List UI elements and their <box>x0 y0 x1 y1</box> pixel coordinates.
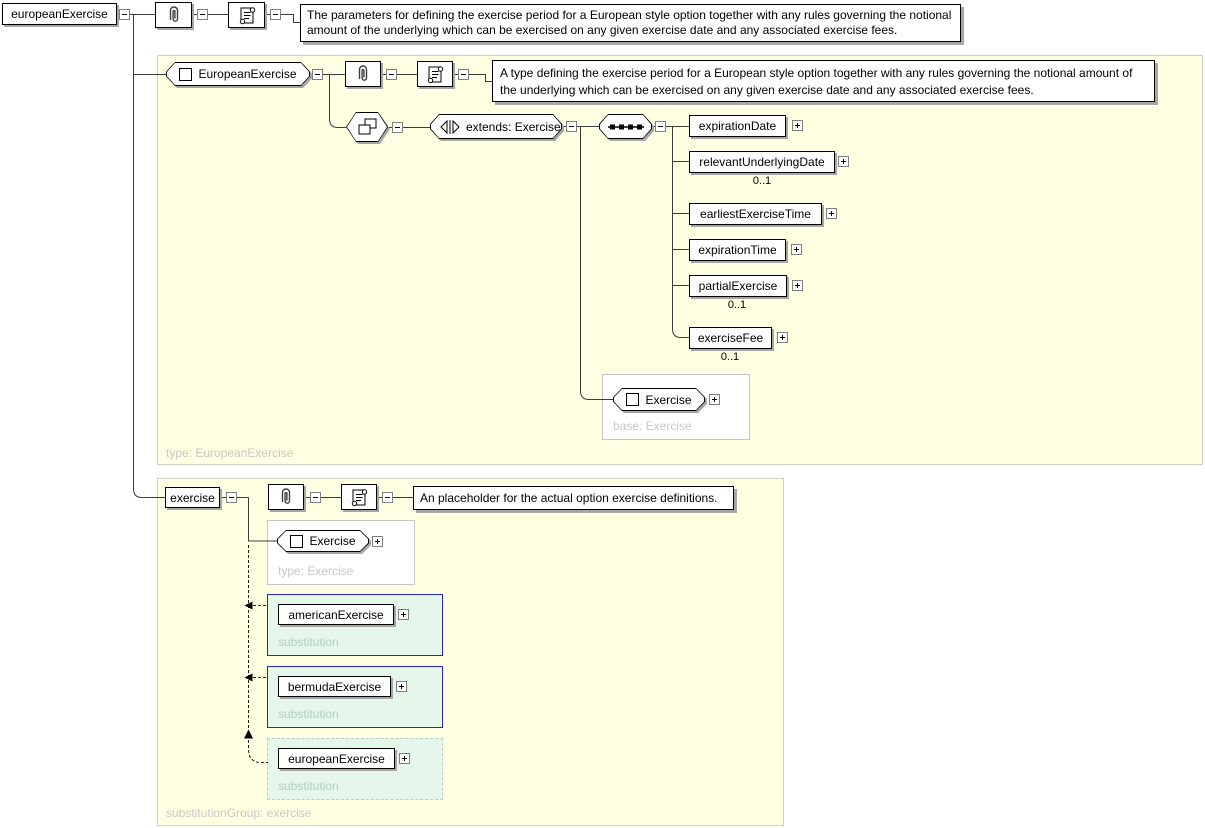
sequence-node[interactable] <box>599 114 652 139</box>
annotation-button[interactable] <box>345 61 381 87</box>
base-type-box-Exercise[interactable]: Exercise <box>613 388 705 411</box>
expand-button[interactable] <box>791 244 802 255</box>
type-label: Exercise <box>309 534 356 548</box>
collapse-button[interactable] <box>392 122 403 133</box>
occurs-label: 0..1 <box>752 175 772 187</box>
annotation-button[interactable] <box>155 2 192 28</box>
complex-content-node[interactable] <box>346 112 388 142</box>
element-box-europeanExercise-root[interactable]: europeanExercise <box>2 3 117 25</box>
collapse-button[interactable] <box>386 69 397 80</box>
element-box-expirationDate[interactable]: expirationDate <box>689 115 786 137</box>
element-label: expirationDate <box>698 119 777 133</box>
element-label: americanExercise <box>288 607 384 622</box>
base-caption: base: Exercise <box>613 419 692 433</box>
element-box-expirationTime[interactable]: expirationTime <box>689 239 786 261</box>
substitution-group-caption: substitutionGroup: exercise <box>166 806 312 820</box>
complextype-label: EuropeanExercise <box>198 67 297 81</box>
element-box-americanExercise[interactable]: americanExercise <box>278 604 394 625</box>
paperclip-icon <box>169 6 178 22</box>
substitution-caption: substitution <box>278 635 339 649</box>
paperclip-icon <box>281 488 291 504</box>
collapse-button[interactable] <box>312 69 323 80</box>
type-box-Exercise[interactable]: Exercise <box>277 530 369 552</box>
collapse-button[interactable] <box>226 492 237 503</box>
element-box-bermudaExercise[interactable]: bermudaExercise <box>278 676 391 697</box>
collapse-button[interactable] <box>270 9 281 20</box>
collapse-button[interactable] <box>310 492 321 503</box>
element-label: europeanExercise <box>11 7 108 21</box>
collapse-button[interactable] <box>566 121 577 132</box>
element-label: europeanExercise <box>288 751 385 766</box>
element-box-exerciseFee[interactable]: exerciseFee <box>689 327 772 349</box>
element-box-earliestExerciseTime[interactable]: earliestExerciseTime <box>689 203 822 225</box>
extension-box[interactable]: extends: Exercise <box>430 114 562 139</box>
substitution-caption: substitution <box>278 779 339 793</box>
element-icon <box>179 68 192 81</box>
substitution-caption: substitution <box>278 707 339 721</box>
collapse-button[interactable] <box>458 69 469 80</box>
collapse-button[interactable] <box>382 492 393 503</box>
complextype-box-EuropeanExercise[interactable]: EuropeanExercise <box>166 62 310 86</box>
type-caption: type: EuropeanExercise <box>166 446 294 460</box>
occurs-label: 0..1 <box>727 299 747 311</box>
sequence-icon <box>606 121 646 133</box>
documentation-text-box[interactable]: A type defining the exercise period for … <box>492 60 1155 102</box>
element-label: expirationTime <box>698 243 777 257</box>
documentation-scroll-icon <box>351 489 368 507</box>
element-icon <box>626 393 639 406</box>
element-box-partialExercise[interactable]: partialExercise <box>689 275 787 297</box>
expand-button[interactable] <box>709 394 720 405</box>
occurs-label: 0..1 <box>720 351 740 363</box>
extends-label: extends: Exercise <box>466 119 561 134</box>
collapse-button[interactable] <box>197 9 208 20</box>
expand-button[interactable] <box>826 208 837 219</box>
collapse-button[interactable] <box>119 9 130 20</box>
exercise-element-panel: substitutionGroup: exercise <box>157 478 784 826</box>
documentation-button[interactable] <box>417 61 453 87</box>
expand-button[interactable] <box>792 120 803 131</box>
documentation-text: The parameters for defining the exercise… <box>307 8 952 37</box>
element-label: earliestExerciseTime <box>700 207 811 221</box>
element-box-relevantUnderlyingDate[interactable]: relevantUnderlyingDate <box>689 151 835 173</box>
expand-button[interactable] <box>399 753 410 764</box>
element-label: bermudaExercise <box>287 679 382 694</box>
extends-icon <box>439 119 461 135</box>
element-icon <box>290 535 303 548</box>
element-box-europeanExercise-substitution[interactable]: europeanExercise <box>278 748 395 769</box>
element-label: exerciseFee <box>697 331 764 345</box>
element-box-exercise[interactable]: exercise <box>165 487 220 508</box>
documentation-scroll-icon <box>239 7 255 25</box>
expand-button[interactable] <box>372 536 383 547</box>
paperclip-icon <box>358 65 368 81</box>
documentation-text: A type defining the exercise period for … <box>500 66 1133 97</box>
element-label: exercise <box>170 490 215 505</box>
type-exercise-caption: type: Exercise <box>278 564 354 578</box>
collapse-button[interactable] <box>655 121 666 132</box>
documentation-button[interactable] <box>341 484 377 510</box>
documentation-text-box[interactable]: An placeholder for the actual option exe… <box>413 486 734 510</box>
expand-button[interactable] <box>396 681 407 692</box>
derivation-icon <box>355 116 379 138</box>
expand-button[interactable] <box>398 609 409 620</box>
documentation-text: An placeholder for the actual option exe… <box>420 491 718 505</box>
expand-button[interactable] <box>792 280 803 291</box>
annotation-button[interactable] <box>268 484 304 510</box>
base-type-label: Exercise <box>645 392 692 407</box>
documentation-text-box[interactable]: The parameters for defining the exercise… <box>300 4 961 42</box>
documentation-scroll-icon <box>427 66 444 84</box>
expand-button[interactable] <box>838 156 849 167</box>
expand-button[interactable] <box>777 332 788 343</box>
element-label: relevantUnderlyingDate <box>699 155 825 169</box>
element-label: partialExercise <box>698 279 778 293</box>
documentation-button[interactable] <box>228 2 265 28</box>
